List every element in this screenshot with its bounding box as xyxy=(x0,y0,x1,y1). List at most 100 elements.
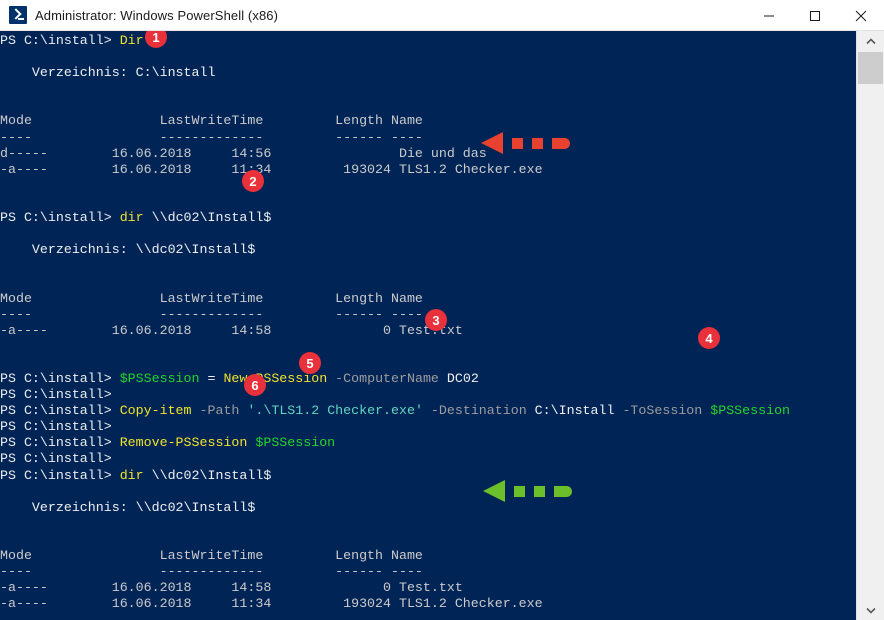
terminal-line xyxy=(0,274,790,290)
terminal-line: PS C:\install> dir \\dc02\Install$ xyxy=(0,468,790,484)
terminal-span: PS C:\install> xyxy=(0,33,120,48)
terminal-span: ---- ------------- ------ ---- xyxy=(0,564,423,580)
terminal-line xyxy=(0,612,790,620)
annotation-badge-1: 1 xyxy=(145,31,167,48)
arrow-tail xyxy=(552,137,570,149)
terminal-text: PS C:\install> Dir Verzeichnis: C:\insta… xyxy=(0,31,790,620)
vertical-scrollbar[interactable] xyxy=(856,31,884,620)
terminal-span: -a---- 16.06.2018 11:34 193024 TLS1.2 Ch… xyxy=(0,596,543,612)
terminal-span: PS C:\install> xyxy=(0,210,120,226)
terminal-line: PS C:\install> Dir xyxy=(0,33,790,49)
close-icon[interactable] xyxy=(838,0,884,31)
terminal-line: PS C:\install> Remove-PSSession $PSSessi… xyxy=(0,435,790,451)
terminal-line: PS C:\install> $PSSession = New-PSSessio… xyxy=(0,371,790,387)
terminal-line xyxy=(0,532,790,548)
powershell-icon xyxy=(9,6,27,24)
terminal-line: ---- ------------- ------ ---- xyxy=(0,307,790,323)
title-bar: Administrator: Windows PowerShell (x86) xyxy=(0,0,884,31)
terminal-line xyxy=(0,81,790,97)
terminal-span: PS C:\install> xyxy=(0,467,120,483)
terminal-span: -Destination xyxy=(422,403,527,419)
terminal-line: -a---- 16.06.2018 11:34 193024 TLS1.2 Ch… xyxy=(0,162,790,178)
terminal-line: Verzeichnis: C:\install xyxy=(0,65,790,81)
terminal-span: -a---- 16.06.2018 14:58 0 Test.txt xyxy=(0,580,463,596)
terminal-line: ---- ------------- ------ ---- xyxy=(0,130,790,146)
terminal-span: DC02 xyxy=(438,370,479,386)
terminal-line: d----- 16.06.2018 14:56 Die und das xyxy=(0,146,790,162)
arrow-dash xyxy=(514,485,525,497)
terminal-span: \\dc02\Install$ xyxy=(143,210,272,226)
terminal-span: $PSSession xyxy=(119,370,200,386)
terminal-span: -a---- 16.06.2018 14:58 0 Test.txt xyxy=(0,322,463,338)
terminal-span: Mode LastWriteTime Length Name xyxy=(0,548,423,563)
console-output-area[interactable]: PS C:\install> Dir Verzeichnis: C:\insta… xyxy=(0,31,856,620)
terminal-span: Verzeichnis: \\dc02\Install$ xyxy=(0,242,256,258)
arrow-dash xyxy=(534,485,545,497)
scrollbar-thumb[interactable] xyxy=(858,52,883,84)
terminal-span: d----- 16.06.2018 14:56 Die und das xyxy=(0,145,487,161)
terminal-span: PS C:\install> xyxy=(0,387,112,403)
terminal-line xyxy=(0,178,790,194)
terminal-span: ---- ------------- ------ ---- xyxy=(0,306,423,322)
terminal-line: -a---- 16.06.2018 14:58 0 Test.txt xyxy=(0,580,790,596)
terminal-span: Mode LastWriteTime Length Name xyxy=(0,113,423,129)
terminal-line xyxy=(0,97,790,113)
terminal-span: Verzeichnis: \\dc02\Install$ xyxy=(0,499,256,515)
terminal-line xyxy=(0,194,790,210)
terminal-span: '.\TLS1.2 Checker.exe' xyxy=(239,403,423,419)
terminal-span: Verzeichnis: C:\install xyxy=(0,65,216,81)
terminal-line: PS C:\install> xyxy=(0,387,790,403)
terminal-span: \\dc02\Install$ xyxy=(143,467,272,483)
terminal-span: Copy-item xyxy=(119,403,192,419)
annotation-badge-3: 3 xyxy=(425,309,447,331)
terminal-line: Mode LastWriteTime Length Name xyxy=(0,291,790,307)
terminal-line xyxy=(0,516,790,532)
arrow-head xyxy=(483,480,505,502)
annotation-badge-4: 4 xyxy=(698,327,720,349)
terminal-span: PS C:\install> xyxy=(0,403,120,419)
red-callout-arrow xyxy=(481,132,570,154)
terminal-span: PS C:\install> xyxy=(0,451,112,467)
scroll-down-icon[interactable] xyxy=(857,600,884,620)
terminal-line: Verzeichnis: \\dc02\Install$ xyxy=(0,500,790,516)
terminal-span: $PSSession xyxy=(710,403,791,419)
window-controls xyxy=(746,0,884,31)
terminal-line xyxy=(0,339,790,355)
arrow-dash xyxy=(532,137,543,149)
terminal-line: Verzeichnis: \\dc02\Install$ xyxy=(0,242,790,258)
terminal-span: Mode LastWriteTime Length Name xyxy=(0,290,423,306)
arrow-tail xyxy=(554,485,572,497)
terminal-line xyxy=(0,484,790,500)
scroll-up-icon[interactable] xyxy=(857,31,884,51)
terminal-span: PS C:\install> xyxy=(0,435,120,451)
terminal-line xyxy=(0,226,790,242)
terminal-line: Mode LastWriteTime Length Name xyxy=(0,548,790,564)
green-callout-arrow xyxy=(483,480,572,502)
terminal-span: $PSSession xyxy=(255,435,336,451)
terminal-span: dir xyxy=(119,467,144,483)
arrow-dash xyxy=(512,137,523,149)
annotation-badge-2: 2 xyxy=(242,170,264,192)
minimize-icon[interactable] xyxy=(746,0,792,31)
terminal-span: Dir xyxy=(119,33,144,48)
terminal-line: ---- ------------- ------ ---- xyxy=(0,564,790,580)
terminal-span: Remove-PSSession xyxy=(119,435,248,451)
terminal-line: PS C:\install> xyxy=(0,451,790,467)
maximize-icon[interactable] xyxy=(792,0,838,31)
terminal-span: -ToSession xyxy=(614,403,703,419)
arrow-head xyxy=(481,132,503,154)
terminal-line: PS C:\install> dir \\dc02\Install$ xyxy=(0,210,790,226)
terminal-span: dir xyxy=(119,210,144,226)
terminal-span: -Path xyxy=(191,403,240,419)
terminal-span: PS C:\install> xyxy=(0,419,112,435)
terminal-line: -a---- 16.06.2018 11:34 193024 TLS1.2 Ch… xyxy=(0,596,790,612)
terminal-line: Mode LastWriteTime Length Name xyxy=(0,113,790,129)
window-title: Administrator: Windows PowerShell (x86) xyxy=(35,7,279,23)
annotation-badge-5: 5 xyxy=(299,352,321,374)
terminal-span: -a---- 16.06.2018 11:34 193024 TLS1.2 Ch… xyxy=(0,161,543,177)
terminal-line: PS C:\install> xyxy=(0,419,790,435)
terminal-line xyxy=(0,355,790,371)
terminal-span: -ComputerName xyxy=(327,370,439,386)
terminal-line xyxy=(0,49,790,65)
